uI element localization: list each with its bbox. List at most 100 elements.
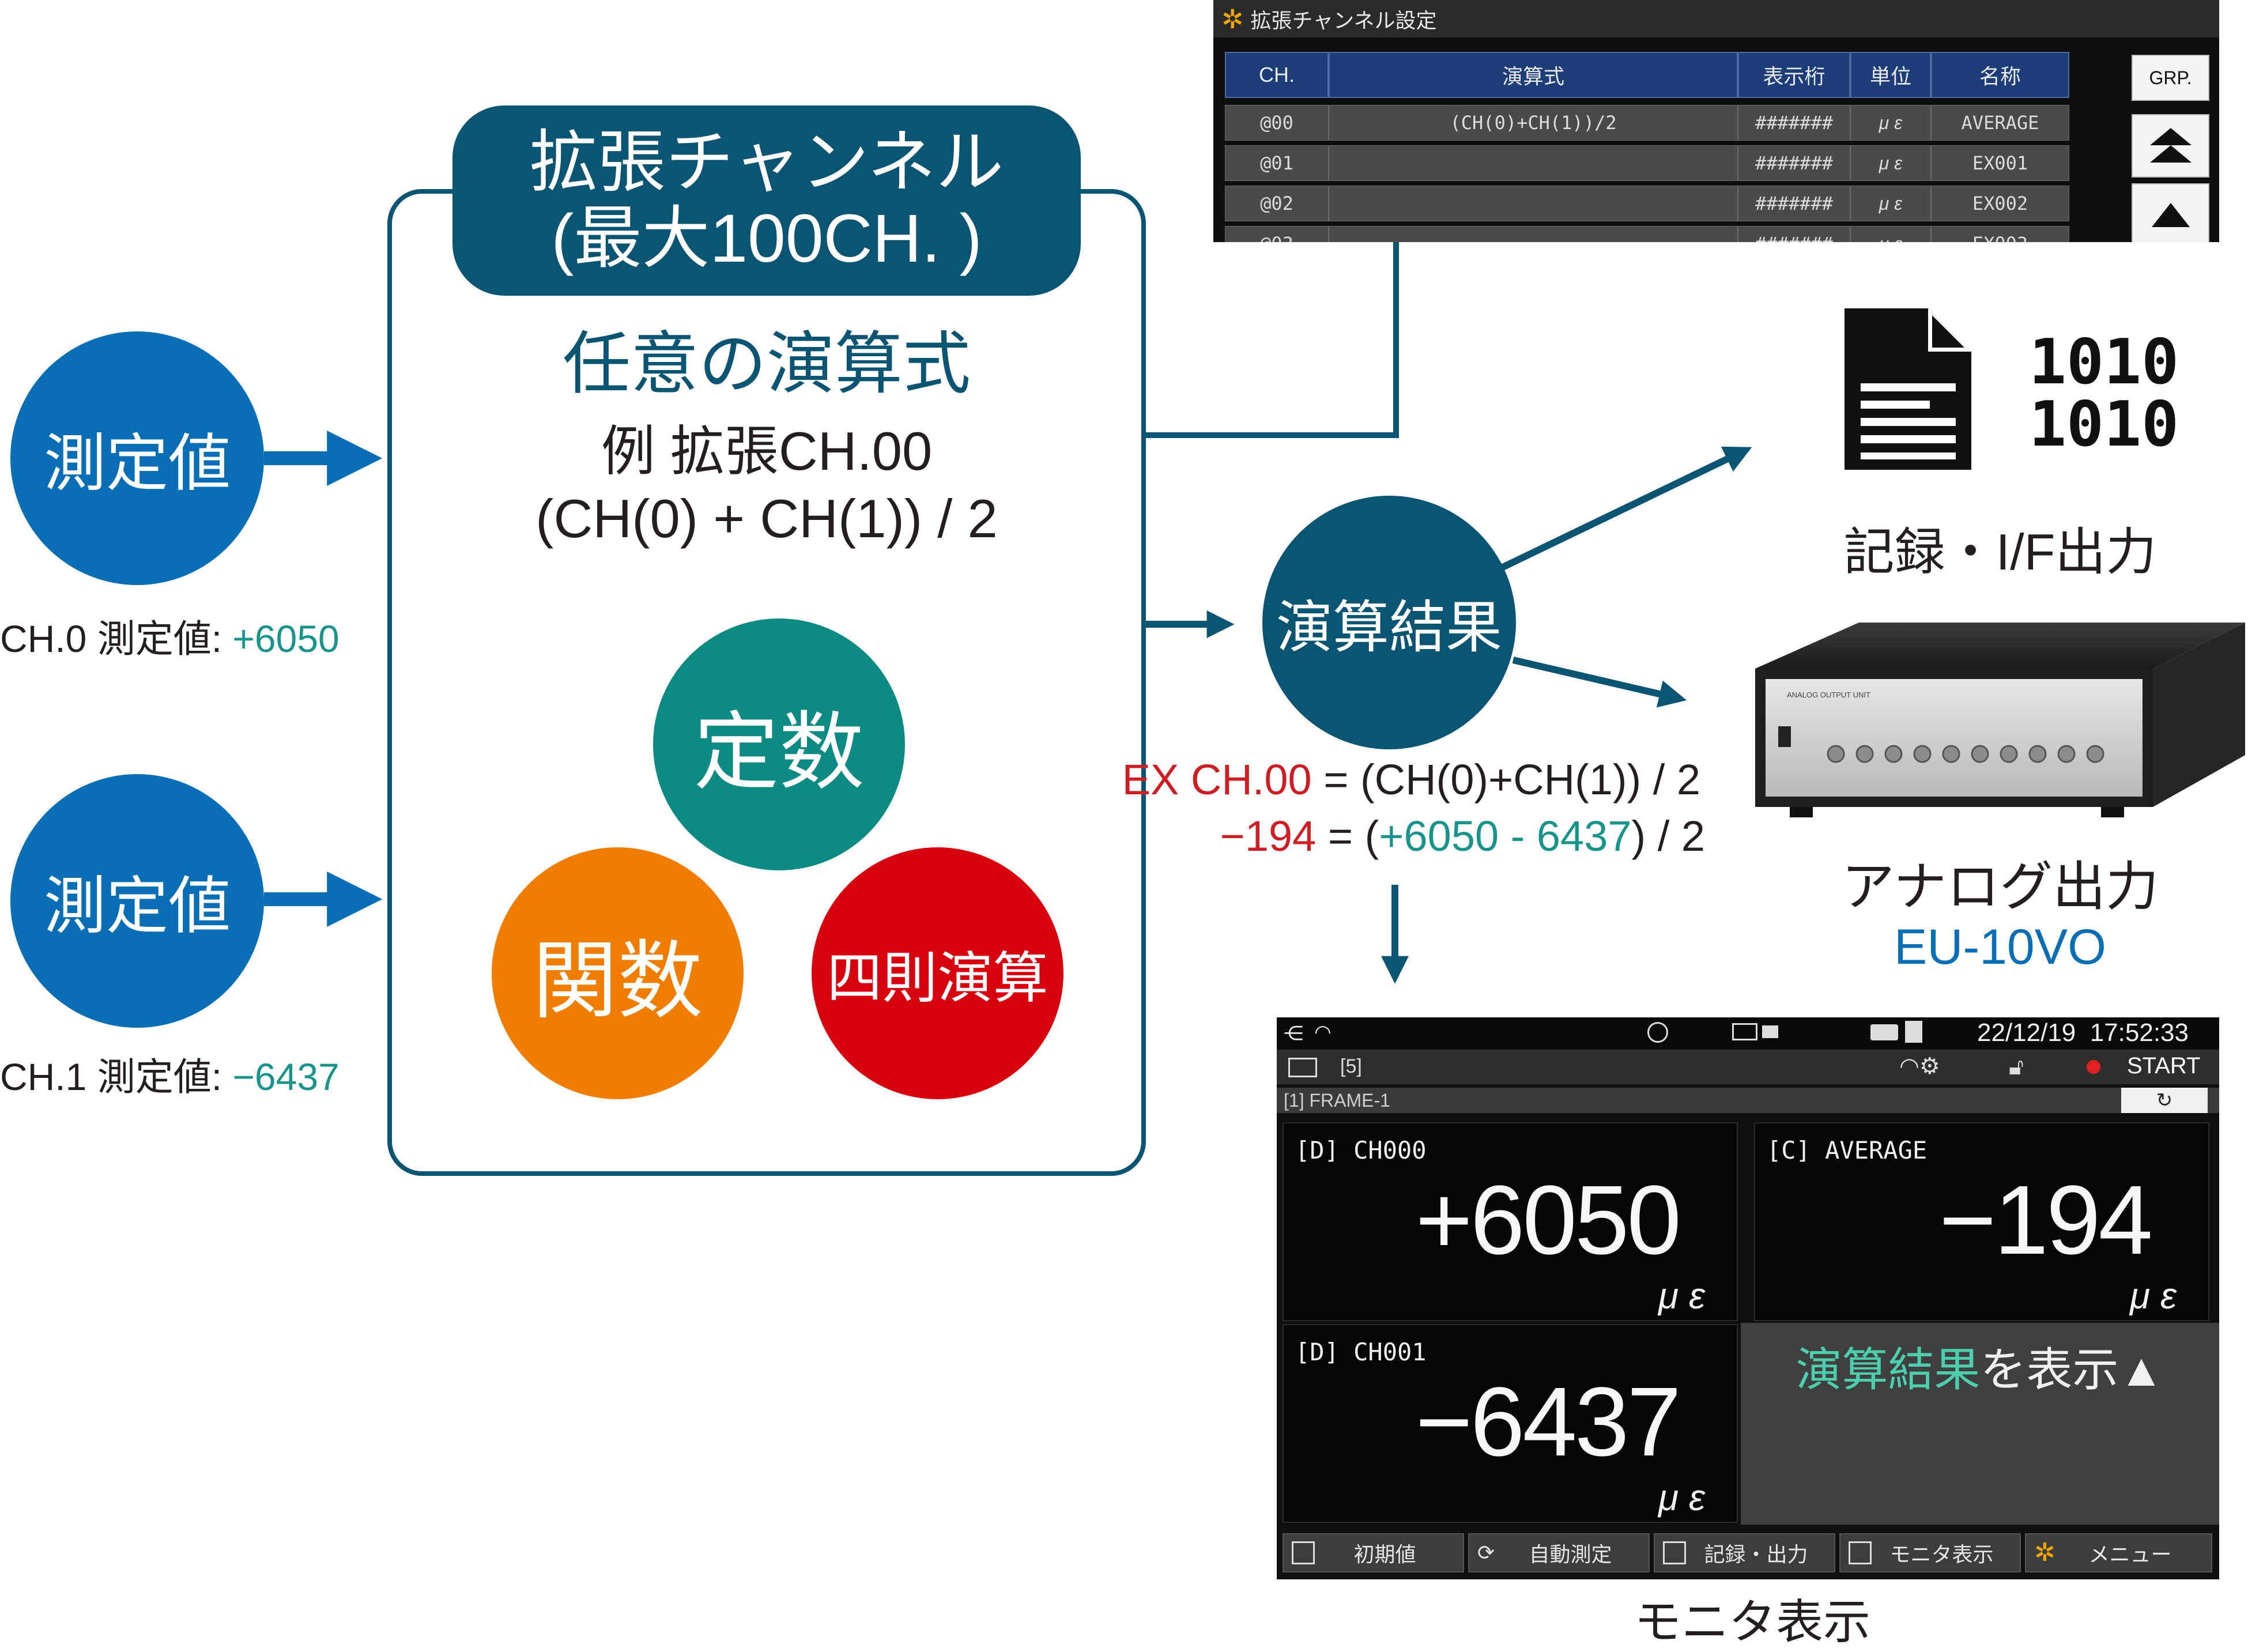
analog-output-model: EU-10VO xyxy=(1894,919,2107,975)
input-caption-ch1: CH.1 測定値: −6437 xyxy=(0,1046,340,1102)
binary-line-1: 1010 xyxy=(2029,326,2179,398)
cell-ch[interactable]: @00 xyxy=(1225,105,1329,141)
cell-digits[interactable]: ####### xyxy=(1738,226,1850,242)
tile-unit: μ ε xyxy=(1658,1275,1705,1317)
input-caption-ch0: CH.0 測定値: +6050 xyxy=(0,608,340,663)
column-header-name: 名称 xyxy=(1931,52,2069,98)
status-bar: ⋲ ◠ 22/12/19 17:52:33 xyxy=(1277,1017,2219,1048)
monitor-caption: モニタ表示 xyxy=(1634,1596,1870,1649)
cell-formula[interactable] xyxy=(1329,186,1738,221)
cell-formula[interactable] xyxy=(1329,145,1738,181)
cell-formula[interactable]: (CH(0)+CH(1))/2 xyxy=(1329,105,1738,141)
formula-heading: 任意の演算式 xyxy=(562,326,971,402)
speed-icon[interactable]: ◠⚙ xyxy=(1899,1054,1940,1079)
cell-formula[interactable] xyxy=(1329,226,1738,242)
cell-name[interactable]: EX001 xyxy=(1931,145,2069,181)
tile-value: −6437 xyxy=(1415,1367,1681,1477)
tile-value: −194 xyxy=(1939,1166,2153,1275)
extension-channel-title: 拡張チャンネル (最大100CH. ) xyxy=(452,105,1081,296)
arithmetic-label: 四則演算 xyxy=(827,948,1048,1009)
monitor-display-button[interactable]: モニタ表示 xyxy=(1839,1533,2021,1572)
value-tile-ch000[interactable]: [D] CH000 +6050 μ ε xyxy=(1283,1122,1738,1321)
refresh-icon[interactable]: ↻ xyxy=(2121,1088,2208,1113)
page-top-button[interactable] xyxy=(2132,114,2209,178)
remote-icon xyxy=(1647,1022,1668,1043)
auto-measure-button[interactable]: ⟳ 自動測定 xyxy=(1468,1533,1650,1572)
cell-ch[interactable]: @03 xyxy=(1225,226,1329,242)
extension-channel-settings-panel: ✲ 拡張チャンネル設定 CH. 演算式 表示桁 単位 名称 @00 (CH(0)… xyxy=(1213,0,2219,242)
screen-index[interactable]: [5] xyxy=(1340,1055,1362,1077)
auto-measure-icon: ⟳ xyxy=(1477,1541,1495,1564)
gear-icon: ✲ xyxy=(1221,3,1244,34)
settings-title: 拡張チャンネル設定 xyxy=(1250,8,1437,32)
function-circle: 関数 xyxy=(492,847,744,1099)
menu-button[interactable]: ✲ メニュー xyxy=(2025,1533,2212,1572)
cell-digits[interactable]: ####### xyxy=(1738,145,1850,181)
cell-unit[interactable]: μ ε xyxy=(1850,186,1931,221)
cell-ch[interactable]: @02 xyxy=(1225,186,1329,221)
storage-icon xyxy=(1870,1024,1898,1040)
button-label: メニュー xyxy=(2088,1542,2172,1566)
column-header-ch: CH. xyxy=(1225,52,1329,98)
start-button[interactable]: START xyxy=(2127,1053,2201,1078)
column-header-unit: 単位 xyxy=(1850,52,1931,98)
title-line-1: 拡張チャンネル xyxy=(529,124,1004,201)
cell-name[interactable]: EX002 xyxy=(1931,186,2069,221)
tile-label: [D] CH000 xyxy=(1295,1136,1427,1164)
datetime: 22/12/19 17:52:33 xyxy=(1977,1019,2189,1047)
value-tile-average[interactable]: [C] AVERAGE −194 μ ε xyxy=(1754,1122,2209,1321)
double-up-arrow-icon xyxy=(2149,128,2192,163)
tile-label: [C] AVERAGE xyxy=(1767,1136,1928,1164)
arithmetic-circle: 四則演算 xyxy=(812,847,1063,1099)
cell-unit[interactable]: μ ε xyxy=(1850,226,1931,242)
analog-output-label: アナログ出力 xyxy=(1841,857,2159,916)
power-icon xyxy=(1762,1025,1778,1038)
cell-ch[interactable]: @01 xyxy=(1225,145,1329,181)
grp-button[interactable]: GRP. xyxy=(2132,55,2209,101)
monitor-note: 演算結果を表示▲ xyxy=(1744,1332,2216,1401)
tile-unit: μ ε xyxy=(1658,1477,1705,1518)
document-icon xyxy=(1845,308,1971,470)
constant-label: 定数 xyxy=(693,705,865,800)
cell-digits[interactable]: ####### xyxy=(1738,186,1850,221)
input-circle-ch0: 測定値 xyxy=(10,331,264,585)
cell-name[interactable]: AVERAGE xyxy=(1931,105,2069,141)
device-panel-text: ANALOG OUTPUT UNIT xyxy=(1787,691,1870,699)
result-circle: 演算結果 xyxy=(1262,496,1516,749)
screen-select-icon[interactable] xyxy=(1288,1058,1317,1077)
result-equation-2: −194 = (+6050 - 6437) / 2 xyxy=(1220,812,1705,861)
eq2-values: +6050 - 6437 xyxy=(1379,812,1632,860)
initial-value-icon xyxy=(1292,1541,1315,1564)
note-rest: を表示▲ xyxy=(1980,1344,2164,1395)
sd-card-icon xyxy=(1905,1021,1922,1043)
record-indicator-icon xyxy=(2087,1060,2100,1074)
note-highlight: 演算結果 xyxy=(1796,1344,1981,1395)
analog-output-device-image xyxy=(1755,623,2245,817)
function-label: 関数 xyxy=(532,934,703,1029)
tile-value: +6050 xyxy=(1415,1166,1681,1275)
button-label: 自動測定 xyxy=(1529,1542,1612,1566)
title-line-2: (最大100CH. ) xyxy=(551,201,982,277)
scroll-up-button[interactable] xyxy=(2132,183,2209,242)
constant-circle: 定数 xyxy=(653,618,905,870)
gauge-icon: ◠ xyxy=(1314,1021,1332,1043)
result-equation-1: EX CH.00 = (CH(0)+CH(1)) / 2 xyxy=(1122,755,1700,804)
cell-digits[interactable]: ####### xyxy=(1738,105,1850,141)
monitor-icon xyxy=(1849,1541,1872,1564)
cell-name[interactable]: EX003 xyxy=(1931,226,2069,242)
tile-label: [D] CH001 xyxy=(1295,1338,1427,1366)
value-tile-ch001[interactable]: [D] CH001 −6437 μ ε xyxy=(1283,1324,1738,1523)
cell-unit[interactable]: μ ε xyxy=(1850,105,1931,141)
ch1-value: −6437 xyxy=(232,1055,340,1098)
initial-value-button[interactable]: 初期値 xyxy=(1283,1533,1464,1572)
eq2-mid: = ( xyxy=(1316,812,1379,860)
monitor-toolbar: [5] ◠⚙ 🔓︎ START xyxy=(1277,1050,2219,1084)
cell-unit[interactable]: μ ε xyxy=(1850,145,1931,181)
eq2-lhs: −194 xyxy=(1220,812,1317,860)
record-output-button[interactable]: 記録・出力 xyxy=(1654,1533,1835,1572)
recording-label: 記録・I/F出力 xyxy=(1843,523,2157,580)
binary-line-2: 1010 xyxy=(2029,389,2179,461)
example-line-1: 例 拡張CH.00 xyxy=(601,421,933,481)
lock-icon[interactable]: 🔓︎ xyxy=(2009,1054,2024,1080)
